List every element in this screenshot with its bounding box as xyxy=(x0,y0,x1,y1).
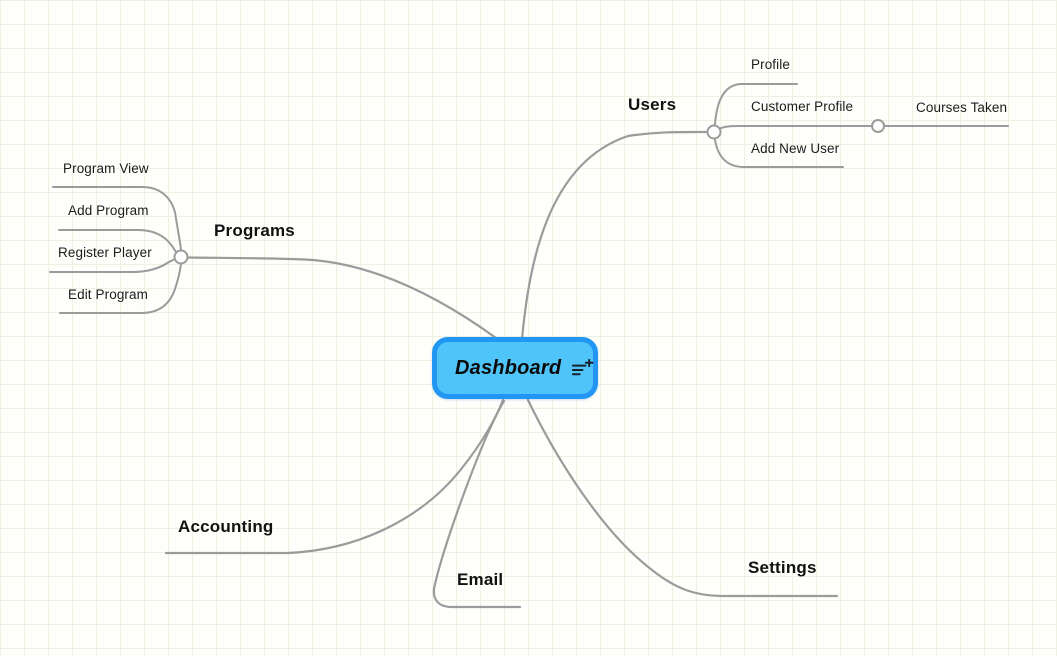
program-view-line xyxy=(52,186,182,251)
programs-branch-line xyxy=(186,256,498,340)
branch-label-accounting[interactable]: Accounting xyxy=(178,517,274,536)
users-branch-line xyxy=(520,130,709,341)
note-playlist-add-icon[interactable] xyxy=(571,359,594,379)
branch-label-settings[interactable]: Settings xyxy=(748,558,817,577)
root-node-label: Dashboard xyxy=(455,356,562,379)
settings-branch-line xyxy=(526,398,839,598)
child-label-add-new-user[interactable]: Add New User xyxy=(751,141,840,156)
child-label-register-player[interactable]: Register Player xyxy=(58,245,152,260)
users-connector-toggle[interactable] xyxy=(706,124,722,140)
branch-label-users[interactable]: Users xyxy=(628,95,677,114)
customer-profile-line xyxy=(720,124,872,129)
child-label-profile[interactable]: Profile xyxy=(751,57,790,72)
programs-connector-toggle[interactable] xyxy=(173,249,189,265)
customer-profile-connector-toggle[interactable] xyxy=(871,119,885,133)
add-program-line xyxy=(58,229,177,253)
child-label-edit-program[interactable]: Edit Program xyxy=(68,287,148,302)
child-label-customer-profile[interactable]: Customer Profile xyxy=(751,99,854,114)
branch-label-programs[interactable]: Programs xyxy=(214,221,295,240)
root-node-dashboard[interactable]: Dashboard xyxy=(432,337,598,399)
profile-line xyxy=(714,83,798,125)
child-label-courses-taken[interactable]: Courses Taken xyxy=(916,100,1008,115)
child-label-add-program[interactable]: Add Program xyxy=(68,203,149,218)
register-player-line xyxy=(49,258,176,273)
add-new-user-line xyxy=(714,139,844,168)
edit-program-line xyxy=(59,263,182,314)
email-branch-line xyxy=(432,399,522,609)
child-label-program-view[interactable]: Program View xyxy=(63,161,149,176)
branch-label-email[interactable]: Email xyxy=(457,570,504,589)
